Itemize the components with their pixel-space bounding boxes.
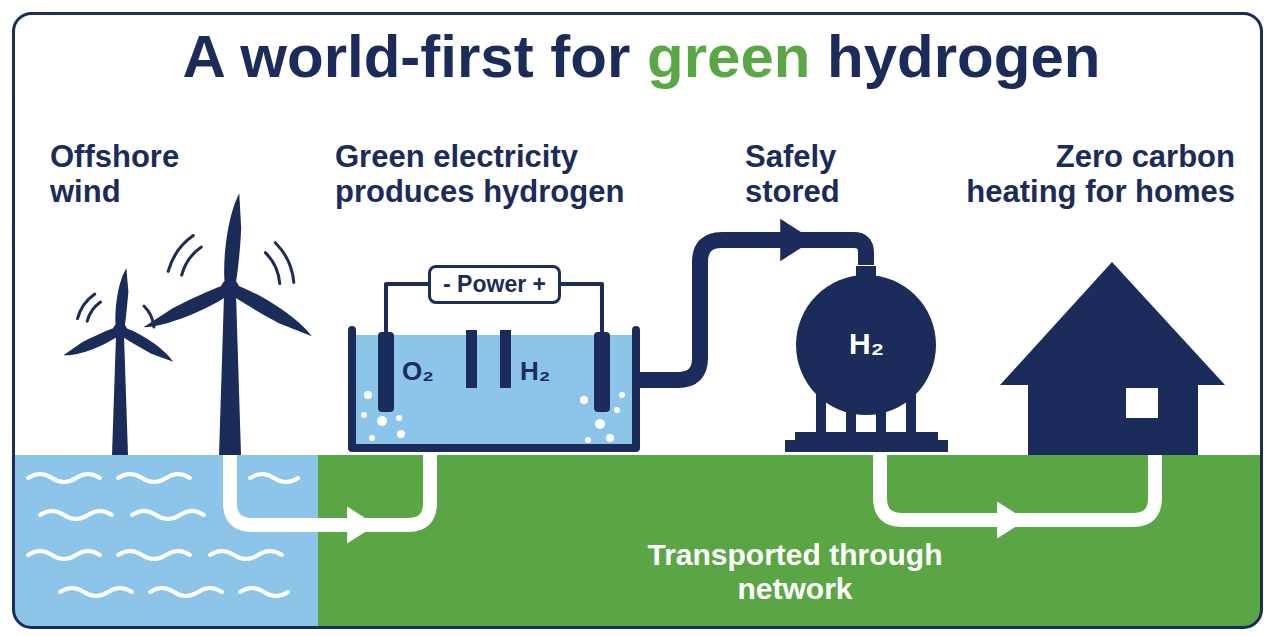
bubble — [397, 430, 405, 438]
flow-arrow — [880, 452, 1155, 539]
turbine-hub — [113, 323, 127, 337]
node-heading: Zero carbon heating for homes — [945, 140, 1235, 209]
motion-arc — [144, 306, 154, 327]
electrolyser — [352, 284, 636, 448]
storage-tank-node: Safely storedH₂ — [785, 265, 948, 452]
tank-base — [795, 432, 938, 441]
flow-arrow — [230, 455, 430, 544]
tank-base — [785, 440, 948, 452]
house-window — [1126, 388, 1158, 418]
gas-label: H₂ — [785, 327, 948, 361]
house-roof — [1000, 262, 1225, 385]
wave — [240, 588, 288, 596]
electrode — [378, 332, 394, 412]
motion-arc — [275, 243, 294, 283]
diagram-title: A world-first for green hydrogen — [183, 24, 1101, 90]
wave — [210, 551, 282, 559]
turbine-tower — [219, 295, 241, 455]
gas-label: H₂ — [520, 357, 550, 386]
wave — [118, 551, 190, 559]
bubble — [614, 407, 620, 413]
wind-farm-node: Offshore wind — [40, 215, 320, 455]
house-body — [1028, 370, 1198, 455]
waves — [28, 474, 298, 596]
power-supply-box: - Power + — [428, 265, 561, 304]
home-node: Zero carbon heating for homes — [1000, 262, 1225, 455]
motion-arc — [182, 247, 202, 275]
arrow-head — [997, 501, 1026, 538]
electrode — [594, 332, 610, 412]
flow-line — [230, 455, 430, 525]
bubble — [361, 412, 367, 418]
wave — [40, 511, 112, 519]
storage-tank — [785, 266, 948, 452]
turbine-tower — [112, 336, 128, 455]
ground — [13, 455, 1262, 628]
electrolyser-node: Green electricity produces hydrogenO₂H₂-… — [345, 262, 640, 455]
electrolyser-tank — [352, 330, 636, 448]
wave — [28, 551, 100, 559]
motion-arcs — [78, 236, 294, 327]
edge-label: Transported through network — [645, 538, 945, 605]
power-label: - Power + — [431, 271, 558, 297]
bubble — [595, 419, 605, 429]
bubble — [369, 435, 375, 441]
bubble — [619, 392, 625, 398]
arrow-head — [780, 219, 813, 261]
wave — [250, 474, 298, 482]
flow-line — [640, 240, 866, 380]
turbine-blade — [227, 281, 317, 341]
arrow-head — [347, 506, 376, 543]
node-heading: Green electricity produces hydrogen — [335, 140, 695, 209]
turbine-blade — [114, 268, 130, 331]
title-bar: A world-first for green hydrogen — [0, 24, 1283, 90]
house — [1000, 262, 1225, 455]
membrane — [500, 330, 511, 388]
frame — [14, 14, 1262, 628]
wave — [28, 474, 100, 482]
motion-arc — [168, 236, 193, 272]
turbine-blade — [141, 282, 233, 335]
motion-arc — [265, 253, 279, 284]
gas-label: O₂ — [402, 357, 434, 386]
bubble — [377, 416, 387, 426]
wave — [118, 474, 190, 482]
bubble — [580, 396, 588, 404]
sea — [13, 455, 318, 628]
wave — [132, 511, 204, 519]
motion-arc — [78, 294, 95, 319]
bubble — [364, 391, 372, 399]
electrolyte — [356, 335, 632, 444]
turbine-blade — [222, 193, 245, 289]
node-heading: Safely stored — [745, 140, 895, 209]
bubbles — [361, 391, 625, 443]
node-heading: Offshore wind — [50, 140, 220, 209]
wave — [150, 588, 222, 596]
membrane — [466, 330, 477, 388]
motion-arc — [87, 302, 100, 321]
wind-turbines — [62, 193, 317, 455]
turbine-hub — [221, 279, 239, 297]
flow-arrow — [640, 219, 866, 380]
land — [318, 455, 1262, 628]
bubble — [585, 437, 591, 443]
flow-line — [880, 452, 1155, 520]
bubble — [606, 434, 614, 442]
wave — [60, 588, 132, 596]
bubble — [396, 415, 402, 421]
